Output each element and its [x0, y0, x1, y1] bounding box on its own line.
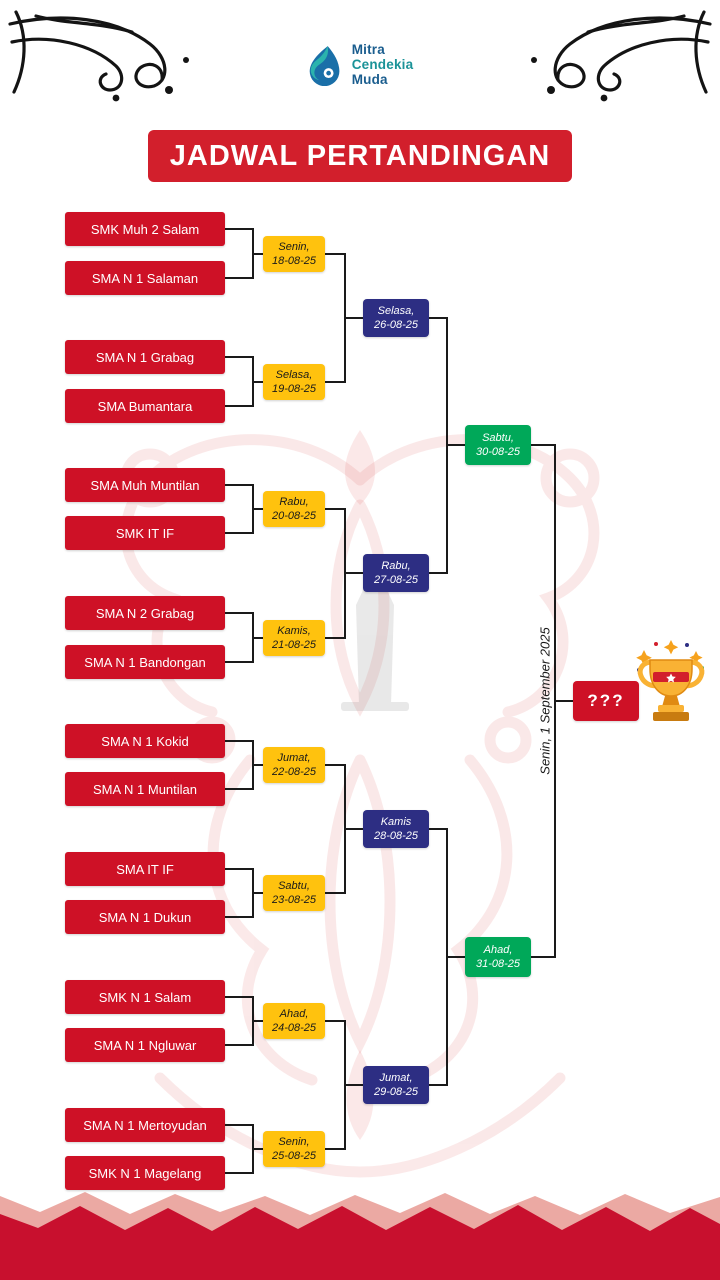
round1-match-box: Senin, 18-08-25 [263, 236, 325, 272]
logo: Mitra Cendekia Muda [0, 42, 720, 87]
round1-match-box: Kamis, 21-08-25 [263, 620, 325, 656]
match-day: Jumat, [379, 1071, 413, 1084]
logo-icon [309, 45, 340, 86]
round2-match-box: Rabu, 27-08-25 [363, 554, 429, 592]
flourish-left-icon [8, 10, 189, 102]
round1-match-box: Ahad, 24-08-25 [263, 1003, 325, 1039]
team-box: SMA N 1 Ngluwar [65, 1028, 225, 1062]
team-box: SMA N 1 Grabag [65, 340, 225, 374]
logo-text: Mitra Cendekia Muda [352, 42, 414, 87]
team-box: SMK Muh 2 Salam [65, 212, 225, 246]
match-day: Kamis, [277, 624, 311, 637]
team-box: SMA N 1 Bandongan [65, 645, 225, 679]
match-day: Sabtu, [278, 879, 310, 892]
flourish-right-icon [531, 10, 712, 102]
logo-line-2: Cendekia [351, 57, 414, 73]
match-date: 28-08-25 [373, 830, 419, 842]
team-box: SMA N 1 Kokid [65, 724, 225, 758]
match-day: Rabu, [381, 559, 411, 572]
match-date: 26-08-25 [373, 319, 419, 331]
team-box: SMA Muh Muntilan [65, 468, 225, 502]
logo-line-3: Muda [351, 72, 388, 88]
round1-match-box: Sabtu, 23-08-25 [263, 875, 325, 911]
team-box: SMA Bumantara [65, 389, 225, 423]
match-date: 18-08-25 [271, 255, 317, 267]
match-day: Ahad, [279, 1007, 309, 1020]
round1-match-box: Jumat, 22-08-25 [263, 747, 325, 783]
match-date: 22-08-25 [271, 766, 317, 778]
team-box: SMA N 1 Dukun [65, 900, 225, 934]
page-title: JADWAL PERTANDINGAN [169, 139, 551, 172]
match-day: Sabtu, [482, 431, 514, 444]
match-day: Jumat, [277, 751, 311, 764]
match-day: Selasa, [275, 368, 313, 381]
team-box: SMA N 1 Salaman [65, 261, 225, 295]
match-date: 21-08-25 [271, 639, 317, 651]
round1-match-box: Rabu, 20-08-25 [263, 491, 325, 527]
match-date: 30-08-25 [475, 446, 521, 458]
match-date: 23-08-25 [271, 894, 317, 906]
team-box: SMA N 1 Muntilan [65, 772, 225, 806]
match-day: Rabu, [279, 495, 309, 508]
match-day: Ahad, [483, 943, 513, 956]
team-box: SMA IT IF [65, 852, 225, 886]
match-date: 19-08-25 [271, 383, 317, 395]
match-date: 31-08-25 [475, 958, 521, 970]
round2-match-box: Kamis 28-08-25 [363, 810, 429, 848]
final-winner-box: ??? [573, 681, 639, 721]
match-day: Selasa, [377, 304, 415, 317]
team-box: SMK IT IF [65, 516, 225, 550]
round2-match-box: Selasa, 26-08-25 [363, 299, 429, 337]
match-date: 29-08-25 [373, 1086, 419, 1098]
match-date: 25-08-25 [271, 1150, 317, 1162]
match-day: Senin, [278, 240, 310, 253]
match-day: Kamis [380, 815, 412, 828]
team-box: SMK N 1 Salam [65, 980, 225, 1014]
round1-match-box: Senin, 25-08-25 [263, 1131, 325, 1167]
final-date-label: Senin, 1 September 2025 [537, 627, 553, 775]
match-date: 27-08-25 [373, 574, 419, 586]
match-date: 20-08-25 [271, 510, 317, 522]
semifinal-match-box: Sabtu, 30-08-25 [465, 425, 531, 465]
semifinal-match-box: Ahad, 31-08-25 [465, 937, 531, 977]
trophy-icon [636, 640, 705, 721]
round2-match-box: Jumat, 29-08-25 [363, 1066, 429, 1104]
team-box: SMK N 1 Magelang [65, 1156, 225, 1190]
team-box: SMA N 1 Mertoyudan [65, 1108, 225, 1142]
title-banner: JADWAL PERTANDINGAN [148, 130, 572, 182]
team-box: SMA N 2 Grabag [65, 596, 225, 630]
match-date: 24-08-25 [271, 1022, 317, 1034]
match-day: Senin, [278, 1135, 310, 1148]
logo-line-1: Mitra [351, 42, 385, 57]
round1-match-box: Selasa, 19-08-25 [263, 364, 325, 400]
